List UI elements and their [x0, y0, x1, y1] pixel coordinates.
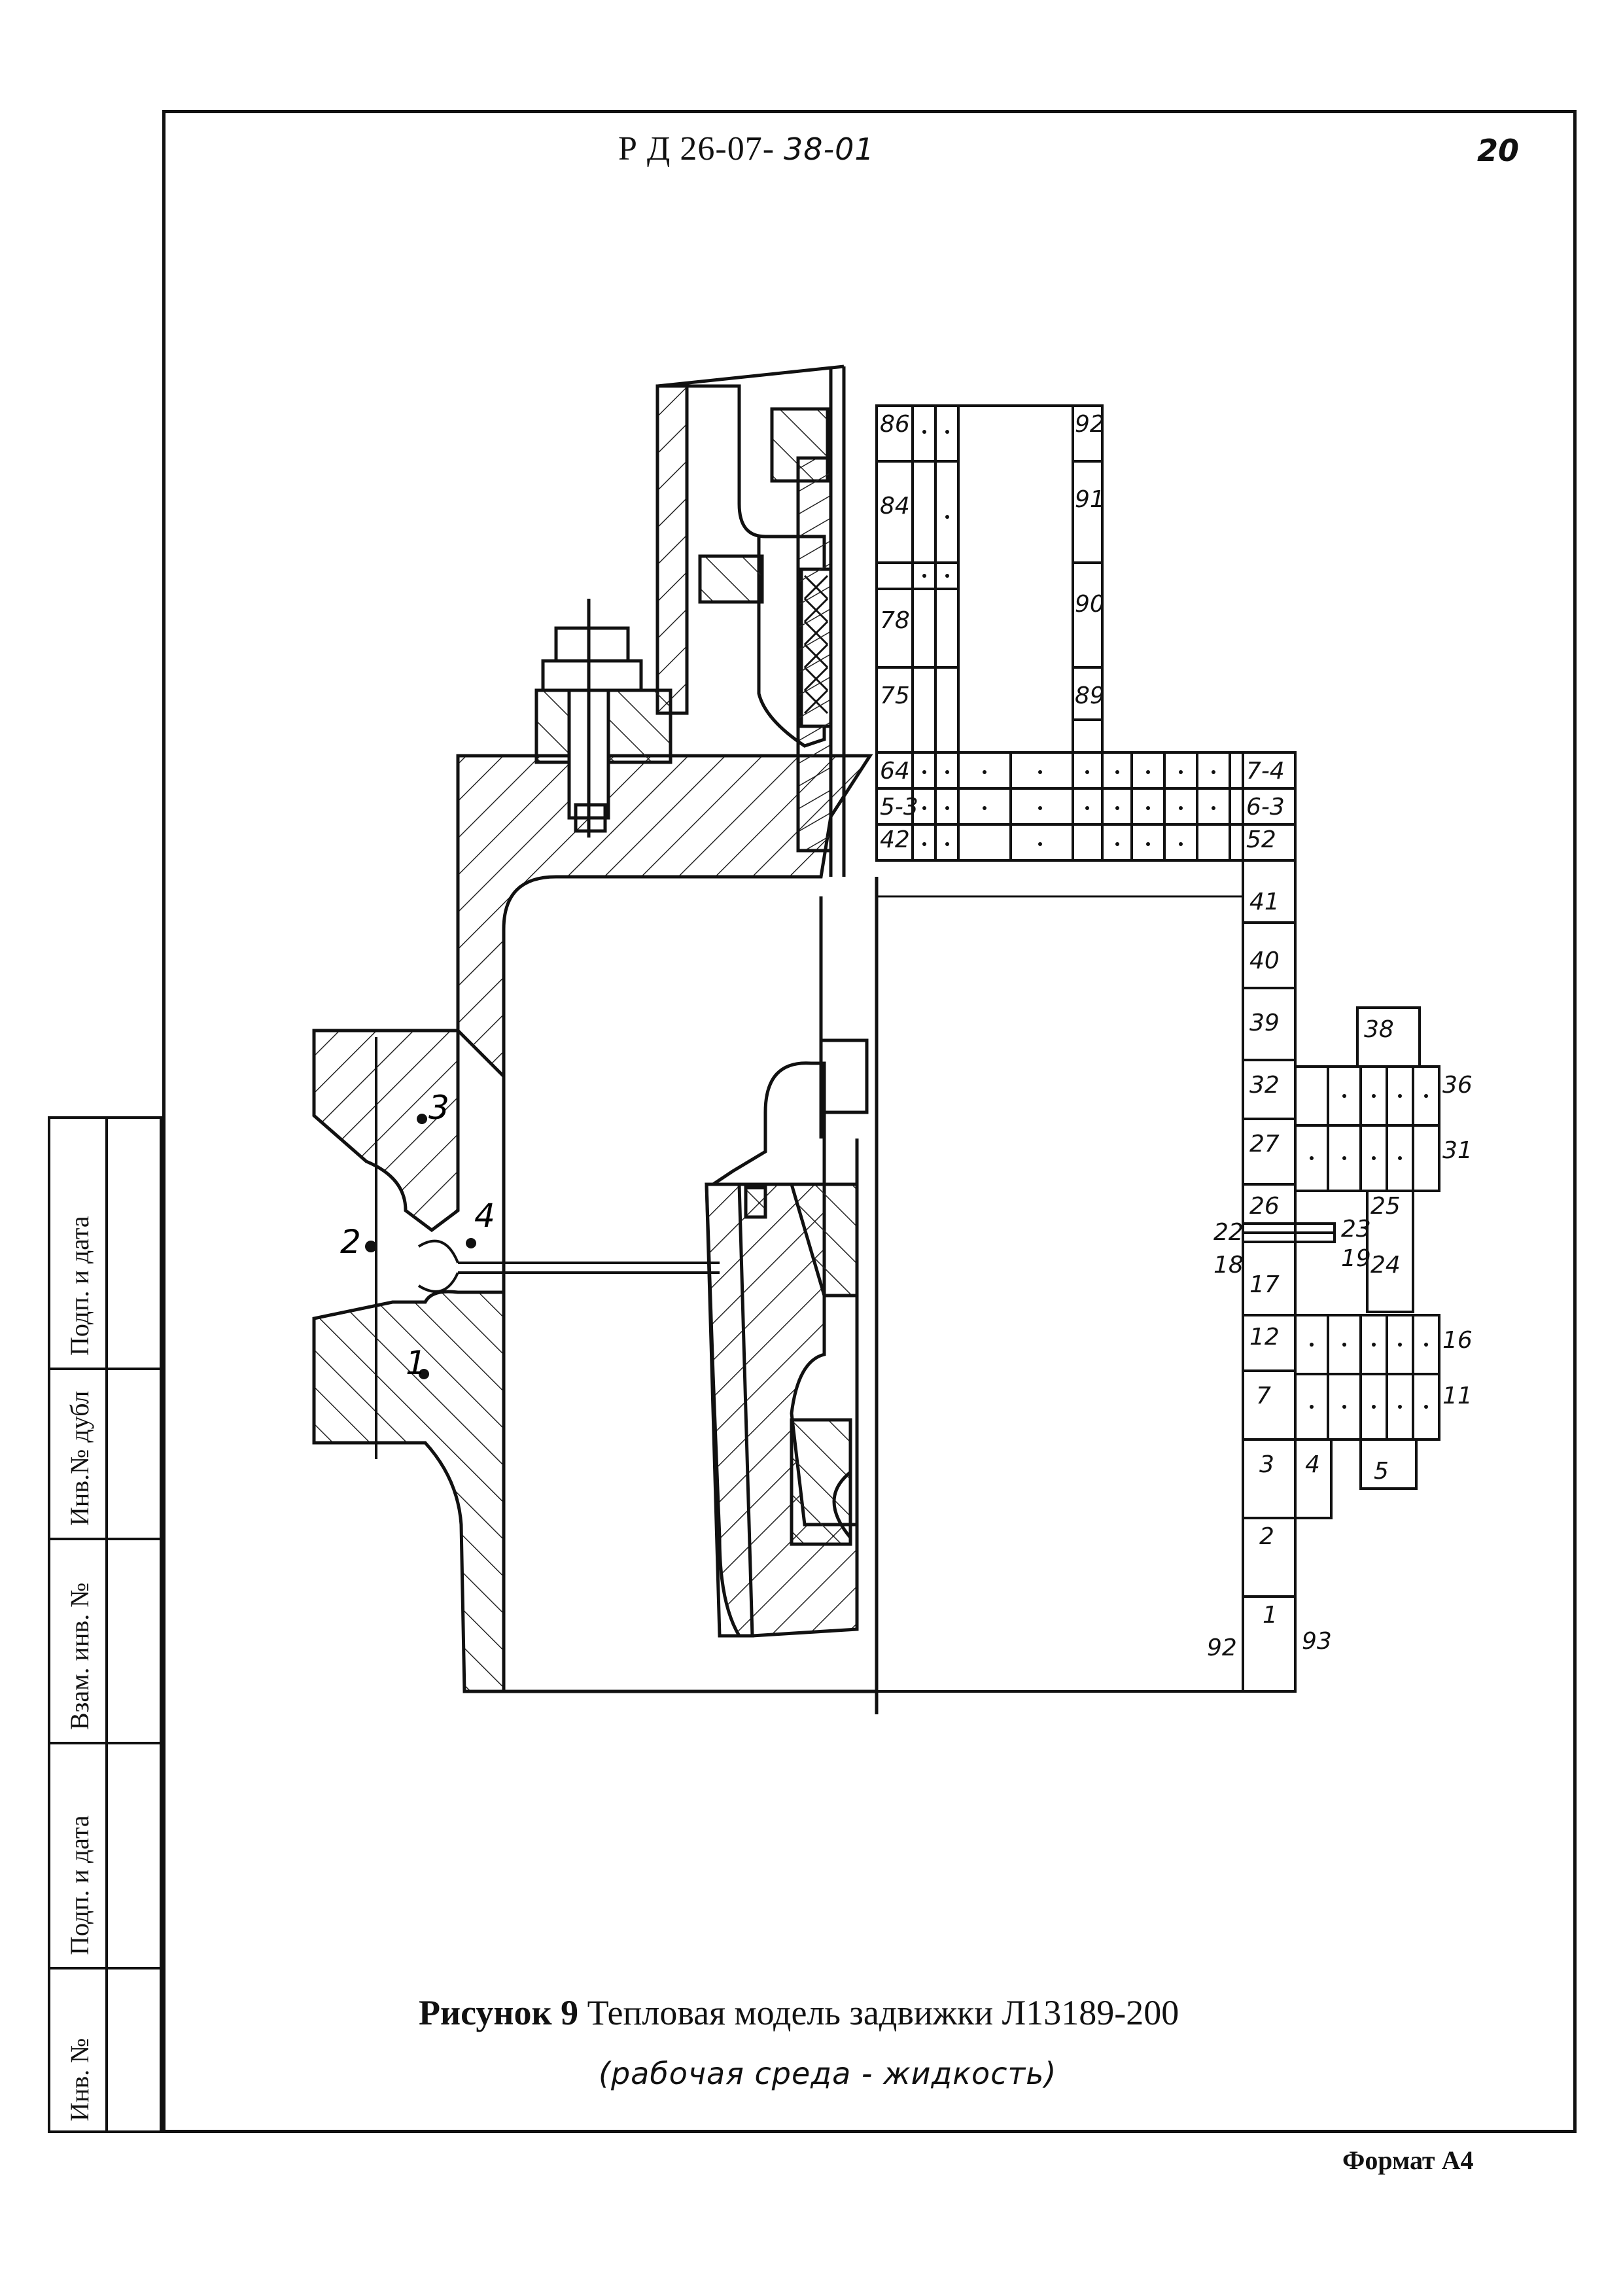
document-code-print: Р Д 26-07- — [618, 130, 775, 168]
node-label: 32 — [1249, 1072, 1280, 1099]
stamp-cell-replace-inv: Взам. инв. № — [50, 1540, 160, 1744]
node-label: 7-4 — [1246, 758, 1285, 785]
side-stamp: Подп. и дата Инв.№ дубл Взам. инв. № Под… — [48, 1116, 162, 2133]
node-label: 24 — [1370, 1252, 1401, 1279]
point-label-1: 1 — [406, 1344, 427, 1382]
figure-caption: Рисунок 9 Тепловая модель задвижки Л1318… — [419, 1992, 1179, 2033]
node-label: 23 — [1341, 1216, 1371, 1243]
node-label: 91 — [1075, 486, 1105, 513]
node-label: 38 — [1364, 1016, 1394, 1043]
node-label: 12 — [1249, 1324, 1280, 1351]
node-label: 18 — [1213, 1252, 1244, 1279]
node-label: 5-3 — [880, 794, 918, 821]
node-label: 7 — [1256, 1383, 1271, 1409]
node-label: 75 — [880, 682, 910, 709]
node-label: 39 — [1249, 1010, 1280, 1036]
stamp-label-column — [50, 1119, 108, 2130]
node-label: 31 — [1442, 1137, 1473, 1164]
node-label: 2 — [1259, 1523, 1274, 1550]
point-label-4: 4 — [474, 1197, 495, 1235]
document-code-hand: 38-01 — [784, 132, 875, 167]
node-label: 26 — [1249, 1193, 1280, 1220]
bonnet-assembly — [655, 364, 846, 877]
node-label: 92 — [1075, 411, 1105, 438]
node-label: 5 — [1374, 1458, 1389, 1485]
node-label: 41 — [1249, 889, 1280, 915]
node-dots — [922, 430, 1428, 1409]
node-label: 92 — [1207, 1634, 1237, 1661]
node-label: 64 — [880, 758, 910, 785]
node-label: 19 — [1341, 1245, 1371, 1272]
thermal-node-grid — [875, 404, 1440, 1693]
node-label: 93 — [1302, 1628, 1332, 1655]
figure-subtitle: (рабочая среда - жидкость) — [599, 2056, 1057, 2091]
node-label: 40 — [1249, 947, 1280, 974]
node-label: 16 — [1442, 1327, 1473, 1354]
point-label-2: 2 — [340, 1223, 361, 1261]
node-label: 25 — [1370, 1193, 1401, 1220]
document-code: Р Д 26-07- 38-01 — [618, 130, 875, 168]
figure-title: Тепловая модель задвижки Л13189-200 — [587, 1993, 1179, 2032]
stamp-cell-duplicate-inv: Инв.№ дубл — [50, 1370, 160, 1540]
point-label-3: 3 — [428, 1089, 449, 1127]
node-label: 6-3 — [1246, 794, 1285, 821]
node-label: 11 — [1442, 1383, 1473, 1409]
page-format: Формат А4 — [1342, 2146, 1474, 2175]
node-label: 4 — [1305, 1451, 1320, 1478]
node-label: 89 — [1075, 682, 1105, 709]
node-label: 84 — [880, 493, 910, 520]
node-label: 22 — [1213, 1219, 1244, 1246]
stamp-cell-signature-date-2: Подп. и дата — [50, 1744, 160, 1969]
node-label: 86 — [880, 411, 910, 438]
page-number: 20 — [1477, 133, 1520, 168]
node-label: 52 — [1246, 826, 1276, 853]
node-label: 78 — [880, 607, 910, 634]
stamp-cell-signature-date-1: Подп. и дата — [50, 1119, 160, 1370]
valve-body — [312, 754, 879, 1714]
node-label: 3 — [1259, 1451, 1274, 1478]
reference-points — [365, 1114, 476, 1379]
node-label: 42 — [880, 826, 910, 853]
node-label: 27 — [1249, 1131, 1280, 1157]
node-label: 90 — [1075, 591, 1105, 618]
node-label: 17 — [1249, 1271, 1280, 1298]
page-frame — [162, 110, 1577, 2133]
node-label: 36 — [1442, 1072, 1473, 1099]
node-labels: 86 92 84 91 78 90 75 89 64 7-4 5-3 6-3 4… — [880, 411, 1473, 1661]
node-label: 1 — [1263, 1602, 1278, 1629]
flange-bolt — [534, 599, 672, 838]
gate-wedge — [705, 896, 869, 1638]
figure-number: Рисунок 9 — [419, 1993, 579, 2032]
